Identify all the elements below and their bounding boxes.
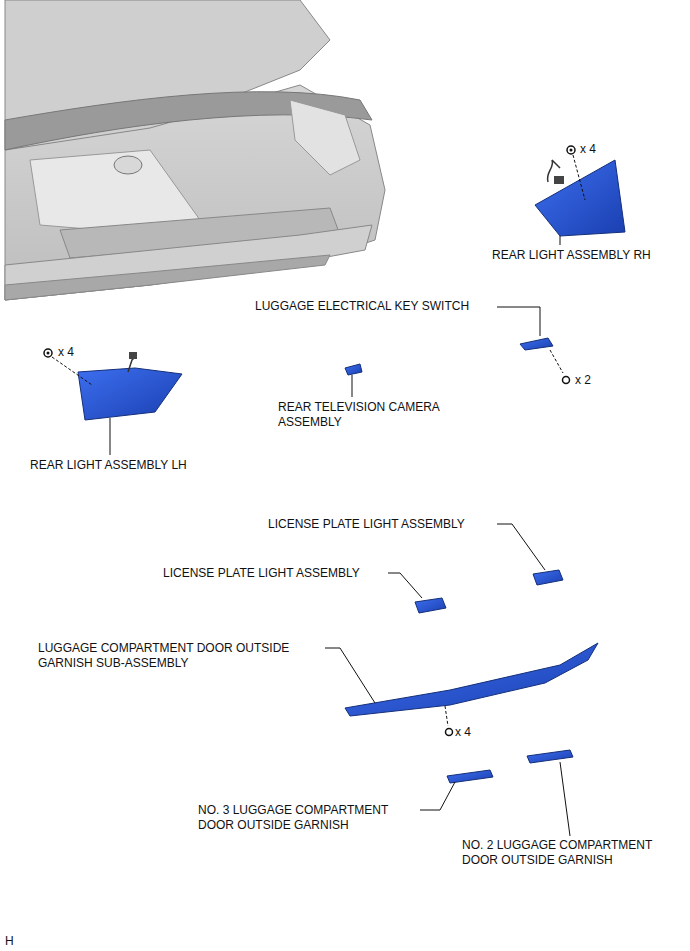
part-label: x 2	[575, 373, 615, 388]
part-label: LUGGAGE ELECTRICAL KEY SWITCH	[255, 299, 495, 314]
rear-light-lh	[44, 349, 182, 455]
part-label: LICENSE PLATE LIGHT ASSEMBLY	[163, 566, 393, 581]
part-label: LUGGAGE COMPARTMENT DOOR OUTSIDE GARNISH…	[38, 641, 326, 671]
part-label: NO. 2 LUGGAGE COMPARTMENT DOOR OUTSIDE G…	[462, 838, 686, 868]
license-lights	[388, 524, 563, 613]
part-label: REAR LIGHT ASSEMBLY RH	[492, 248, 682, 263]
rear-light-rh	[535, 146, 625, 245]
part-label: H	[5, 934, 35, 949]
key-switch	[497, 307, 570, 384]
part-label: x 4	[58, 345, 98, 360]
part-label: x 4	[580, 142, 620, 157]
part-label: REAR TELEVISION CAMERA ASSEMBLY	[278, 400, 453, 430]
part-label: LICENSE PLATE LIGHT ASSEMBLY	[268, 517, 498, 532]
camera	[345, 364, 362, 397]
part-label: x 4	[455, 725, 495, 740]
car-rear	[5, 0, 385, 300]
part-label: REAR LIGHT ASSEMBLY LH	[30, 458, 230, 473]
part-label: NO. 3 LUGGAGE COMPARTMENT DOOR OUTSIDE G…	[198, 803, 418, 833]
